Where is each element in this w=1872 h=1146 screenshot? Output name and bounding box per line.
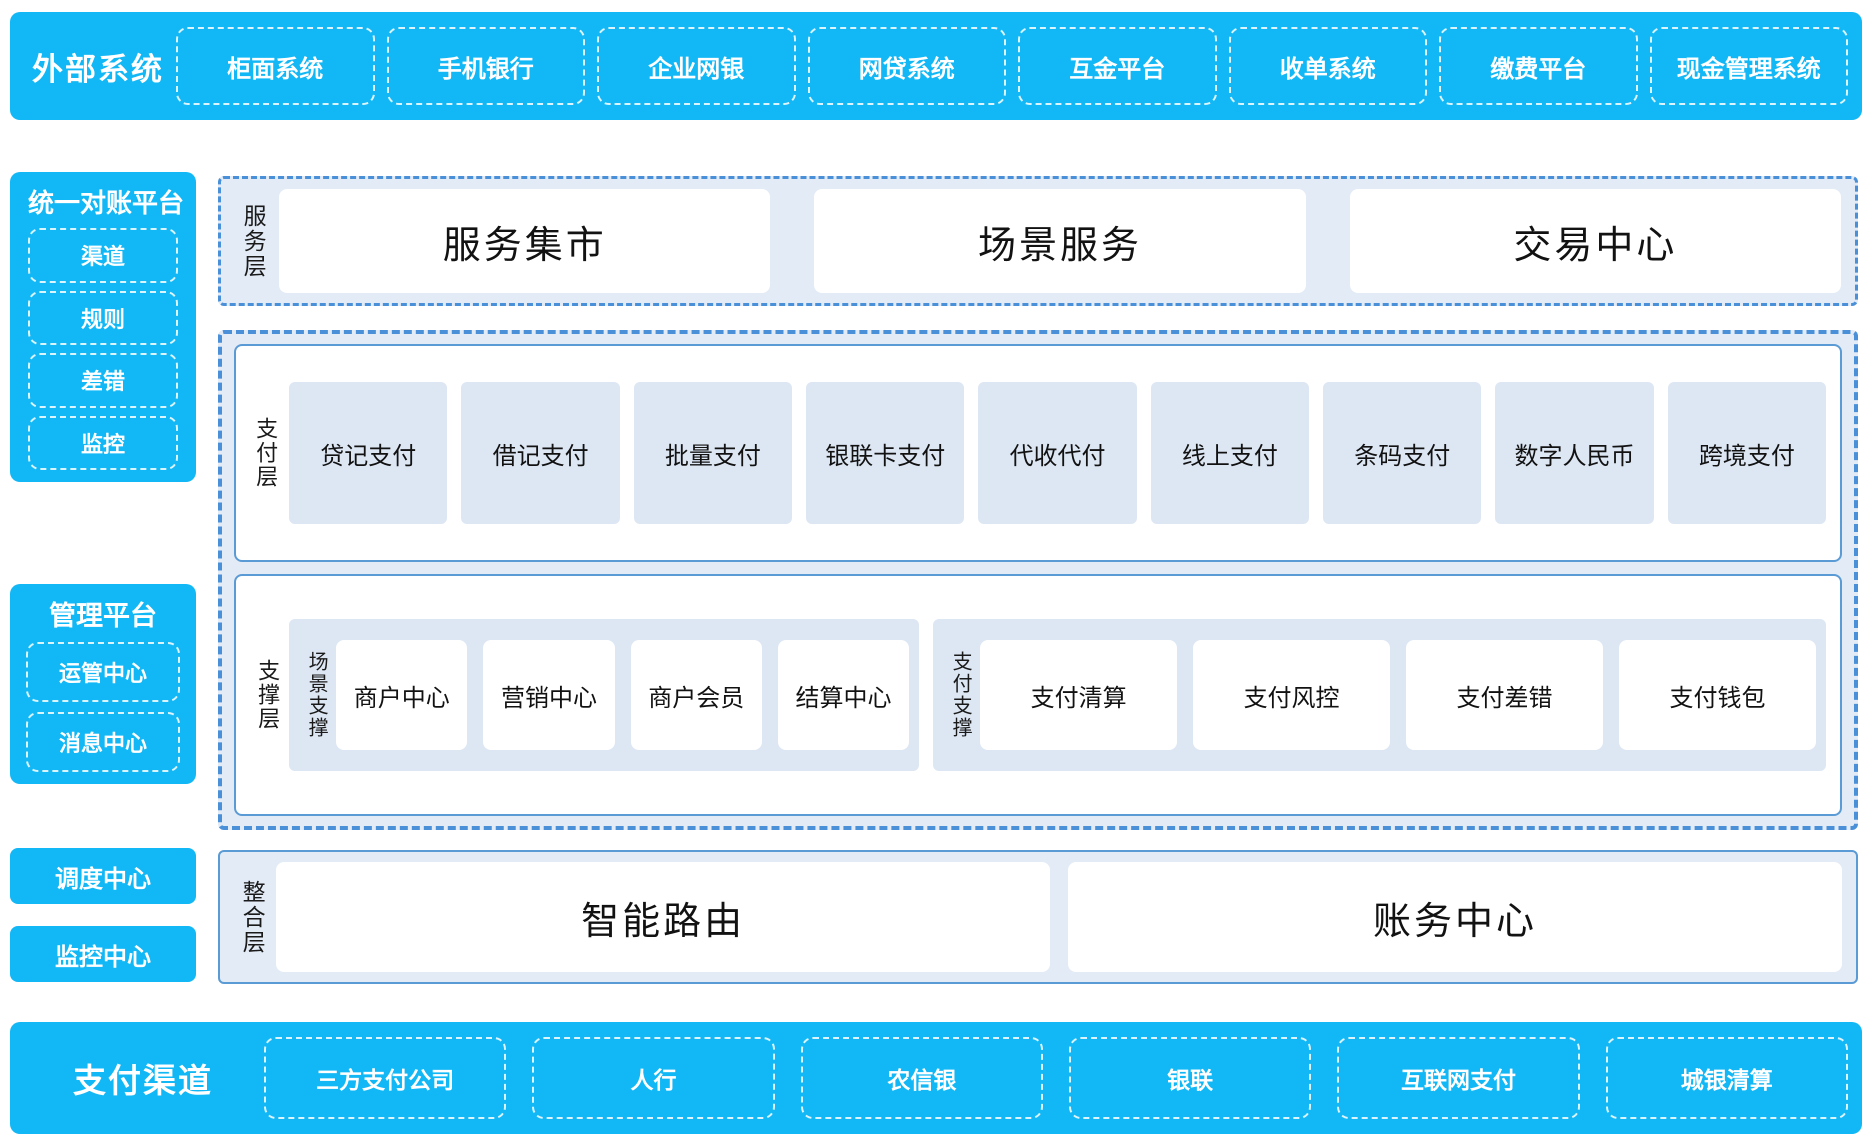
external-system-item[interactable]: 企业网银 (597, 27, 796, 105)
support-card-marketing-center[interactable]: 营销中心 (483, 640, 615, 750)
integration-layer-label: 整合层 (239, 879, 266, 955)
external-systems-title: 外部系统 (32, 51, 164, 87)
support-card-payment-risk[interactable]: 支付风控 (1193, 640, 1391, 750)
service-card-market[interactable]: 服务集市 (279, 189, 771, 293)
integration-card-accounting-center[interactable]: 账务中心 (1068, 862, 1843, 972)
payment-card-collection-payment[interactable]: 代收代付 (978, 382, 1137, 524)
payment-channel-item[interactable]: 银联 (1068, 1037, 1312, 1119)
payment-card-digital-rmb[interactable]: 数字人民币 (1495, 382, 1654, 524)
support-group-scene: 场景支撑 商户中心 营销中心 商户会员 结算中心 (289, 619, 920, 771)
reconciliation-items: 渠道 规则 差错 监控 (28, 226, 178, 470)
service-layer-label: 服务层 (240, 203, 267, 279)
support-group-payment-cards: 支付清算 支付风控 支付差错 支付钱包 (980, 640, 1817, 750)
service-card-scenario[interactable]: 场景服务 (814, 189, 1306, 293)
management-items: 运管中心 消息中心 (26, 642, 180, 772)
reconciliation-item-rule[interactable]: 规则 (28, 290, 178, 345)
management-item-operations-center[interactable]: 运管中心 (26, 642, 180, 702)
payment-card-unionpay[interactable]: 银联卡支付 (806, 382, 965, 524)
support-group-payment: 支付支撑 支付清算 支付风控 支付差错 支付钱包 (933, 619, 1826, 771)
external-system-item[interactable]: 收单系统 (1228, 27, 1427, 105)
support-card-merchant-center[interactable]: 商户中心 (336, 640, 468, 750)
management-platform-panel: 管理平台 运管中心 消息中心 (10, 584, 196, 784)
integration-card-smart-routing[interactable]: 智能路由 (276, 862, 1051, 972)
support-card-merchant-member[interactable]: 商户会员 (630, 640, 762, 750)
support-card-payment-error[interactable]: 支付差错 (1406, 640, 1604, 750)
payment-card-credit[interactable]: 贷记支付 (289, 382, 448, 524)
payment-channels-list: 三方支付公司 人行 农信银 银联 互联网支付 城银清算 (264, 1037, 1848, 1119)
external-systems-bar: 外部系统 柜面系统 手机银行 企业网银 网贷系统 互金平台 收单系统 缴费平台 … (10, 12, 1862, 120)
external-system-item[interactable]: 现金管理系统 (1649, 27, 1848, 105)
payment-card-cross-border[interactable]: 跨境支付 (1667, 382, 1827, 524)
support-layer-box: 支撑层 场景支撑 商户中心 营销中心 商户会员 结算中心 支付支撑 支付清算 (234, 574, 1842, 816)
payment-card-online[interactable]: 线上支付 (1150, 382, 1310, 524)
support-group-scene-label: 场景支撑 (305, 651, 328, 739)
management-platform-title: 管理平台 (49, 601, 157, 631)
payment-channels-title: 支付渠道 (73, 1062, 213, 1099)
external-system-item[interactable]: 手机银行 (386, 27, 585, 105)
payment-card-batch[interactable]: 批量支付 (633, 382, 793, 524)
external-system-item[interactable]: 网贷系统 (807, 27, 1006, 105)
support-layer-groups: 场景支撑 商户中心 营销中心 商户会员 结算中心 支付支撑 支付清算 支付风控 … (289, 619, 1826, 771)
external-system-item[interactable]: 缴费平台 (1439, 27, 1638, 105)
support-card-settlement-center[interactable]: 结算中心 (777, 640, 910, 750)
payment-channel-item[interactable]: 城银清算 (1605, 1037, 1848, 1119)
support-card-payment-clearing[interactable]: 支付清算 (980, 640, 1178, 750)
payment-card-debit[interactable]: 借记支付 (461, 382, 620, 524)
payment-layer-cards: 贷记支付 借记支付 批量支付 银联卡支付 代收代付 线上支付 条码支付 数字人民… (289, 382, 1827, 524)
reconciliation-platform-panel: 统一对账平台 渠道 规则 差错 监控 (10, 172, 196, 482)
payment-channel-item[interactable]: 农信银 (800, 1037, 1043, 1119)
payment-layer-label: 支付层 (253, 417, 279, 489)
support-card-payment-wallet[interactable]: 支付钱包 (1619, 640, 1817, 750)
sidebar-item-monitoring-center[interactable]: 监控中心 (10, 926, 196, 982)
payment-channel-item[interactable]: 互联网支付 (1337, 1037, 1580, 1119)
support-group-scene-cards: 商户中心 营销中心 商户会员 结算中心 (336, 640, 910, 750)
service-layer-section: 服务层 服务集市 场景服务 交易中心 (218, 176, 1858, 306)
external-system-item[interactable]: 互金平台 (1018, 27, 1217, 105)
reconciliation-item-channel[interactable]: 渠道 (28, 228, 178, 283)
external-systems-list: 柜面系统 手机银行 企业网银 网贷系统 互金平台 收单系统 缴费平台 现金管理系… (176, 27, 1848, 105)
service-layer-cards: 服务集市 场景服务 交易中心 (279, 189, 1841, 293)
payment-card-barcode[interactable]: 条码支付 (1323, 382, 1482, 524)
payment-channel-item[interactable]: 三方支付公司 (264, 1037, 507, 1119)
payment-channel-item[interactable]: 人行 (532, 1037, 775, 1119)
reconciliation-item-error[interactable]: 差错 (28, 353, 178, 408)
reconciliation-platform-title: 统一对账平台 (28, 188, 185, 218)
payment-layer-box: 支付层 贷记支付 借记支付 批量支付 银联卡支付 代收代付 线上支付 条码支付 … (234, 344, 1842, 562)
management-item-message-center[interactable]: 消息中心 (26, 712, 180, 772)
integration-layer-section: 整合层 智能路由 账务中心 (218, 850, 1858, 984)
service-card-transaction[interactable]: 交易中心 (1349, 189, 1841, 293)
sidebar-item-scheduling-center[interactable]: 调度中心 (10, 848, 196, 904)
support-layer-label: 支撑层 (255, 659, 281, 731)
external-system-item[interactable]: 柜面系统 (176, 27, 375, 105)
payment-channels-bar: 支付渠道 三方支付公司 人行 农信银 银联 互联网支付 城银清算 (10, 1022, 1862, 1134)
support-group-payment-label: 支付支撑 (949, 651, 972, 739)
payment-and-support-section: 支付层 贷记支付 借记支付 批量支付 银联卡支付 代收代付 线上支付 条码支付 … (218, 330, 1858, 830)
integration-layer-cards: 智能路由 账务中心 (276, 862, 1843, 972)
reconciliation-item-monitor[interactable]: 监控 (28, 415, 178, 470)
